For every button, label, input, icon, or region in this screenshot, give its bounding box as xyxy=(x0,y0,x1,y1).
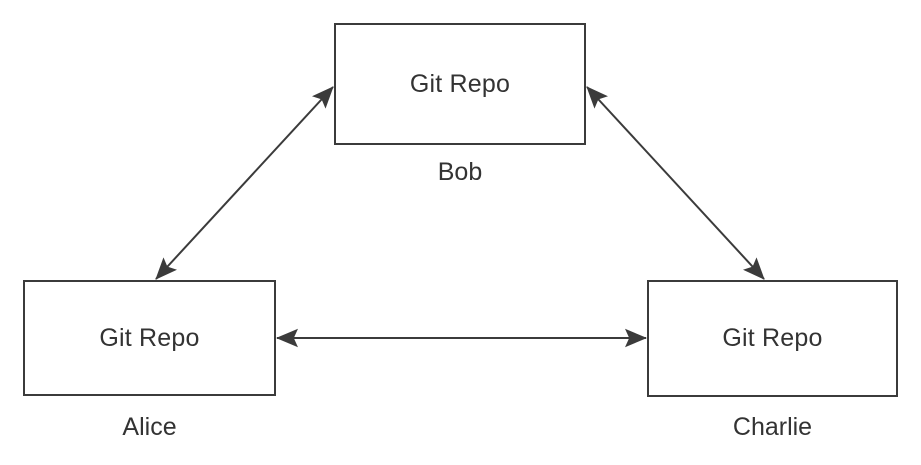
node-bob-caption: Bob xyxy=(437,158,483,186)
node-charlie[interactable]: Git Repo xyxy=(647,280,898,397)
node-charlie-caption: Charlie xyxy=(732,413,813,441)
edge-bob-charlie xyxy=(586,86,765,280)
node-alice-caption: Alice xyxy=(122,413,177,441)
edge-alice-bob xyxy=(155,86,334,280)
node-bob-title: Git Repo xyxy=(409,69,511,98)
node-bob[interactable]: Git Repo xyxy=(334,23,586,145)
node-alice-title: Git Repo xyxy=(99,323,200,352)
node-alice[interactable]: Git Repo xyxy=(23,280,276,396)
node-charlie-title: Git Repo xyxy=(722,324,823,352)
